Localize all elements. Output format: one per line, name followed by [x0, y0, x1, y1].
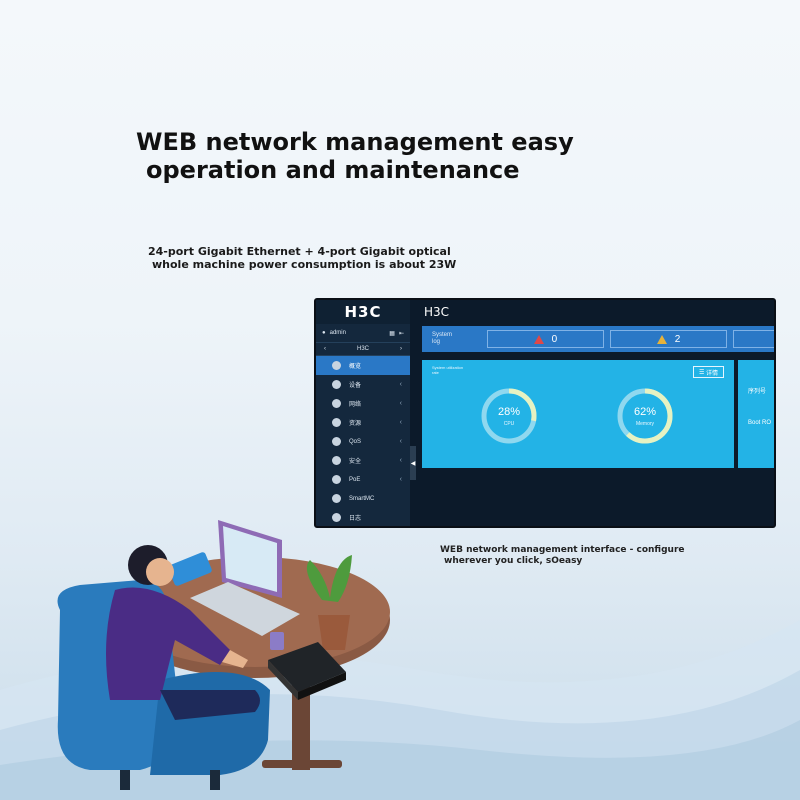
globe-icon: [332, 399, 341, 408]
h3c-logo: H3C: [316, 300, 410, 324]
utilization-title-line-2: rate: [432, 370, 439, 375]
cpu-gauge-arc: [481, 388, 537, 444]
user-row: ● admin ▦ ⇤: [316, 324, 410, 342]
details-button[interactable]: ☰ 详情: [692, 366, 724, 378]
collapse-sidebar-icon[interactable]: ◀: [410, 446, 416, 480]
critical-count: 0: [551, 333, 558, 345]
sidebar: H3C ● admin ▦ ⇤ ‹ H3C › 概览设备‹网络‹资源‹QoS‹安…: [316, 300, 410, 526]
warning-log-box[interactable]: 2: [609, 330, 728, 348]
next-device-icon[interactable]: ›: [399, 346, 402, 352]
cpu-label: CPU: [503, 421, 515, 427]
warning-alert-icon: [656, 334, 667, 344]
heart-icon: [332, 475, 341, 484]
page-title: H3C: [424, 305, 450, 319]
sidebar-item-0[interactable]: 概览: [316, 356, 410, 375]
sidebar-item-label: SmartMC: [349, 495, 375, 502]
sidebar-item-label: 设备: [349, 383, 362, 389]
sidebar-item-6[interactable]: PoE ‹: [316, 470, 410, 489]
management-ui-screenshot: H3C ● admin ▦ ⇤ ‹ H3C › 概览设备‹网络‹资源‹QoS‹安…: [314, 298, 776, 528]
sidebar-item-1[interactable]: 设备 ‹: [316, 375, 410, 394]
database-icon: [332, 418, 341, 427]
system-log-bar: System log 0 2: [422, 326, 774, 352]
dashboard-icon: [332, 361, 341, 370]
sidebar-item-label: 日志: [349, 516, 362, 522]
caption-line-1: WEB network management interface - confi…: [440, 545, 685, 555]
sidebar-item-label: 网络: [349, 402, 362, 408]
headline-line-1: WEB network management easy: [136, 128, 574, 156]
person-body: [106, 587, 230, 700]
network-switch: [268, 642, 346, 692]
device-name: H3C: [356, 346, 369, 352]
shield-icon: [332, 456, 341, 465]
laptop-keyboard: [190, 582, 300, 636]
details-label: 详情: [705, 370, 718, 377]
list-icon: ☰: [698, 369, 706, 376]
mug: [270, 632, 284, 650]
sidebar-item-3[interactable]: 资源 ‹: [316, 413, 410, 432]
system-log-title-line-2: log: [432, 339, 441, 345]
memory-gauge-arc: [617, 388, 673, 444]
sidebar-item-5[interactable]: 安全 ‹: [316, 451, 410, 470]
sidebar-item-label: 安全: [349, 459, 362, 465]
book: [168, 552, 212, 586]
sidebar-item-label: 资源: [349, 421, 362, 427]
warning-count: 2: [674, 333, 681, 345]
sidebar-item-label: PoE: [349, 476, 361, 483]
cpu-value: 28%: [497, 406, 521, 418]
headline: WEB network management easy operation an…: [136, 128, 574, 184]
log-icon: [332, 513, 341, 522]
expand-chevron-icon: ‹: [399, 438, 402, 445]
sidebar-item-8[interactable]: 日志: [316, 508, 410, 526]
sidebar-item-4[interactable]: QoS ‹: [316, 432, 410, 451]
smartmc-icon: [332, 494, 341, 503]
qos-icon: [332, 437, 341, 446]
system-log-title-line-1: System: [432, 332, 453, 338]
nav-menu: 概览设备 ‹ 网络 ‹ 资源 ‹ QoS ‹ 安全 ‹ PoE ‹ SmartMC 日志: [316, 356, 410, 526]
headline-line-2: operation and maintenance: [146, 156, 520, 184]
sidebar-item-label: 概览: [349, 364, 362, 370]
critical-alert-icon: [533, 334, 544, 344]
critical-log-box[interactable]: 0: [486, 330, 604, 348]
sidebar-item-2[interactable]: 网络 ‹: [316, 394, 410, 413]
device-info-panel: 序列号 Boot RO: [738, 360, 774, 468]
caption: WEB network management interface - confi…: [440, 545, 685, 567]
caption-line-2: wherever you click, sOeasy: [444, 556, 583, 566]
user-icon: ●: [322, 330, 326, 336]
boot-rom-label: Boot RO: [748, 420, 772, 426]
memory-gauge: 62% Memory: [615, 386, 675, 446]
info-log-box[interactable]: [733, 330, 774, 348]
system-log-title: System log: [432, 332, 481, 346]
save-icon[interactable]: ▦: [389, 330, 395, 337]
serial-number-label: 序列号: [748, 389, 767, 395]
expand-chevron-icon: ‹: [399, 419, 402, 426]
username: admin: [329, 330, 346, 336]
sidebar-item-7[interactable]: SmartMC: [316, 489, 410, 508]
utilization-title-line-1: System utilization: [432, 365, 464, 370]
expand-chevron-icon: ‹: [399, 381, 402, 388]
device-selector[interactable]: ‹ H3C ›: [316, 342, 410, 356]
logout-icon[interactable]: ⇤: [398, 330, 404, 337]
memory-label: Memory: [635, 421, 655, 427]
expand-chevron-icon: ‹: [399, 400, 402, 407]
office-illustration: [57, 520, 390, 790]
spec-line-1: 24-port Gigabit Ethernet + 4-port Gigabi…: [148, 245, 451, 258]
memory-value: 62%: [633, 406, 657, 418]
cpu-gauge: 28% CPU: [479, 386, 539, 446]
utilization-panel: System utilization rate ☰ 详情 28% CPU: [422, 360, 734, 468]
device-icon: [332, 380, 341, 389]
utilization-title: System utilization rate: [432, 365, 492, 375]
plant: [306, 555, 352, 602]
prev-device-icon[interactable]: ‹: [324, 346, 326, 352]
expand-chevron-icon: ‹: [399, 457, 402, 464]
sidebar-item-label: QoS: [349, 438, 362, 445]
spec-line-2: whole machine power consumption is about…: [152, 258, 457, 271]
main-content: H3C System log 0 2 System utilization ra…: [416, 300, 774, 526]
spec-text: 24-port Gigabit Ethernet + 4-port Gigabi…: [148, 245, 456, 271]
expand-chevron-icon: ‹: [399, 476, 402, 483]
